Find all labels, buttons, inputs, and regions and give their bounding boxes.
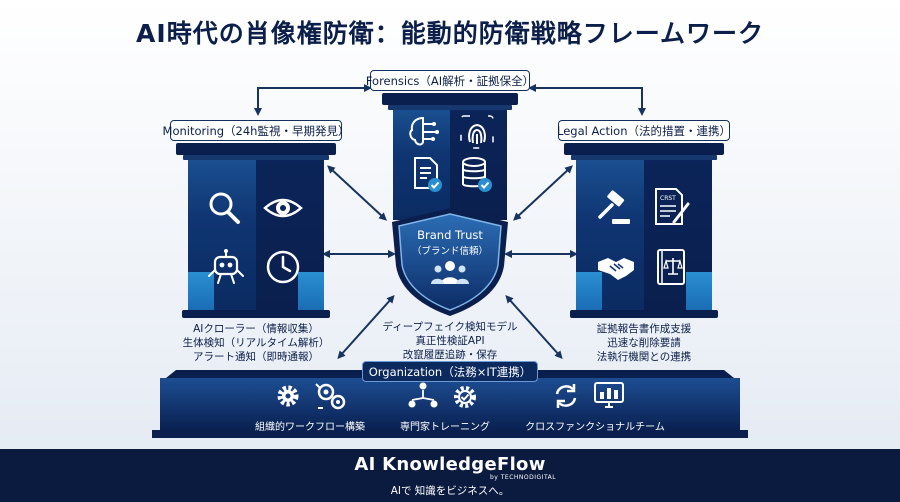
legal-action-description: 証拠報告書作成支援 迅速な削除要請 法執行機関との連携 (548, 322, 740, 364)
legal-base (570, 310, 718, 318)
legal-action-label: Legal Action（法的措置・連携） (557, 120, 731, 141)
platform-item-label: 専門家トレーニング (400, 422, 490, 433)
brain-circuit-icon (409, 116, 439, 146)
forensics-desc-line: 改竄履歴追跡・保存 (402, 349, 498, 361)
robot-icon (208, 249, 244, 284)
legal-desc-line: 迅速な削除要請 (607, 337, 681, 349)
footer-tagline: AIで 知識をビジネスへ。 (390, 485, 510, 497)
clock-icon (266, 250, 300, 284)
footer-brand: AI KnowledgeFlow (354, 454, 546, 475)
shield-title: Brand Trust (417, 228, 483, 242)
forensics-label: Forensics（AI解析・証拠保全） (366, 70, 534, 91)
monitoring-desc-line: AIクローラー（情報収集） (193, 323, 319, 335)
platform-item-label: クロスファンクショナルチーム (525, 422, 665, 433)
forensics-capital-lower (388, 105, 512, 110)
organization-label: Organization（法務×IT連携） (362, 361, 538, 382)
eye-icon (263, 198, 303, 218)
gears-icon (315, 383, 346, 410)
magnifier-icon (209, 192, 240, 224)
forensics-capital (382, 93, 518, 105)
handshake-icon (598, 258, 634, 280)
footer-by-line: by TECHNODIGITAL (490, 474, 557, 481)
page-title: AI時代の肖像権防衛：能動的防衛戦略フレームワーク (136, 19, 764, 48)
monitoring-desc-line: 生体検知（リアルタイム解析） (182, 337, 330, 349)
footer: AI KnowledgeFlow by TECHNODIGITAL AIで 知識… (0, 449, 900, 502)
monitoring-label: Monitoring（24h監視・早期発見） (163, 120, 349, 141)
legal-desc-line: 証拠報告書作成支援 (596, 323, 692, 335)
monitoring-capital (176, 143, 336, 155)
gear-check-icon (454, 386, 476, 408)
forensics-desc-line: 真正性検証API (415, 335, 485, 347)
monitor-chart-icon (594, 382, 624, 408)
shield-subtitle: （ブランド信頼） (411, 246, 488, 257)
team-network-icon (408, 382, 438, 408)
monitoring-capital-lower (183, 155, 329, 160)
platform-item-label: 組織的ワークフロー構築 (255, 422, 365, 433)
organization-platform (152, 370, 748, 438)
fingerprint-icon (460, 115, 494, 149)
monitoring-description: AIクローラー（情報収集） 生体検知（リアルタイム解析） アラート通知（即時通報… (160, 322, 352, 364)
document-check-icon (414, 157, 442, 192)
people-group-icon (431, 261, 469, 284)
gavel-icon (598, 190, 630, 224)
database-check-icon (462, 157, 492, 192)
monitoring-desc-line: アラート通知（即時通報） (193, 351, 319, 363)
monitoring-base (182, 310, 330, 318)
forensics-description: ディープフェイク検知モデル 真正性検証API 改竄履歴追跡・保存 (370, 320, 530, 362)
legal-action-pillar (576, 160, 712, 310)
forensics-desc-line: ディープフェイク検知モデル (382, 321, 518, 333)
gear-icon (277, 385, 299, 407)
sync-icon (555, 384, 577, 408)
monitoring-pillar (188, 160, 324, 310)
contract-text: CRST (660, 195, 676, 202)
legal-capital-lower (571, 155, 717, 160)
legal-desc-line: 法執行機関との連携 (596, 351, 692, 363)
law-book-icon (657, 249, 685, 285)
legal-capital (564, 143, 724, 155)
contract-icon: CRST (655, 188, 690, 225)
forensics-pillar (393, 110, 507, 220)
